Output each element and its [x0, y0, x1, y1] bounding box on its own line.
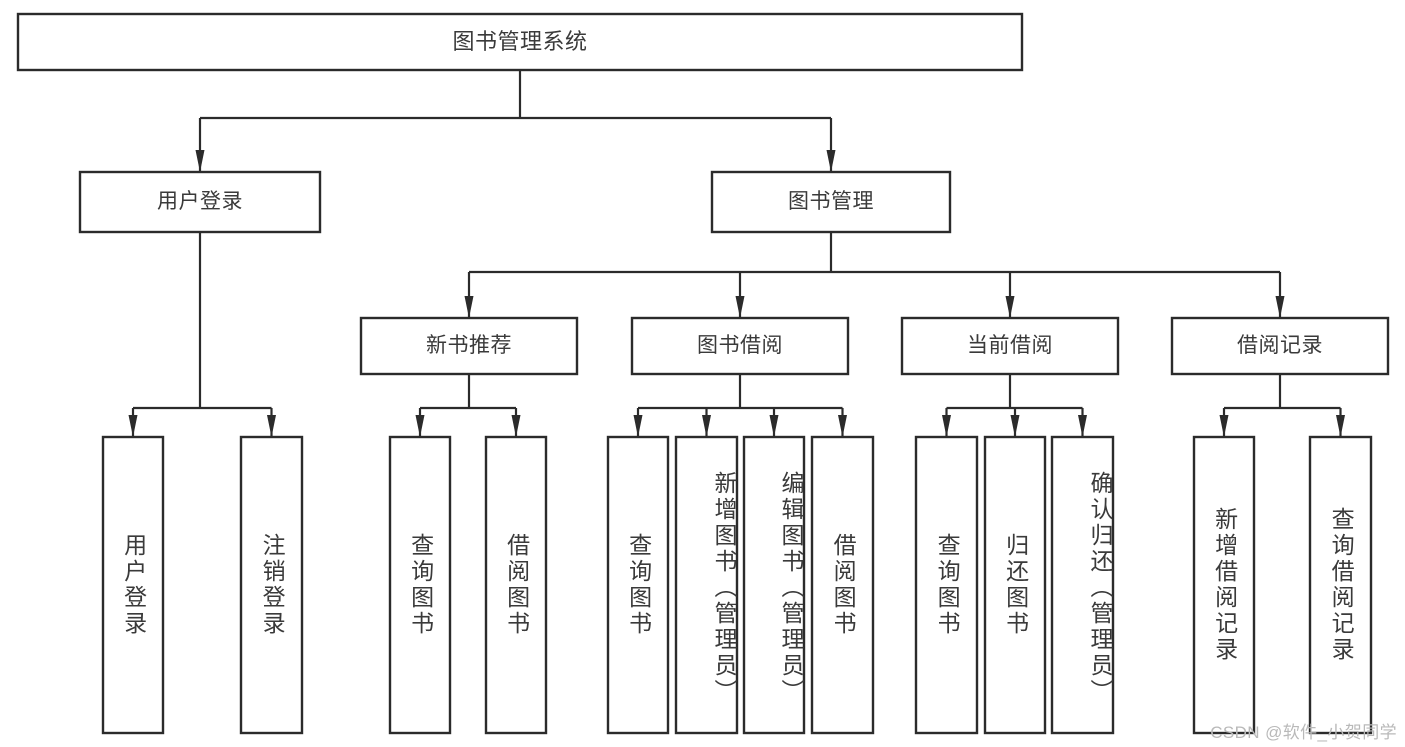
node-box-leaf-borrow-book[interactable]	[810, 435, 875, 735]
node-new-book-recommend[interactable]	[361, 318, 577, 374]
node-root[interactable]	[18, 14, 1022, 70]
node-box-borrow-record[interactable]	[1170, 316, 1390, 376]
node-leaf-user-logout[interactable]	[241, 437, 302, 733]
arrow-head-icon	[826, 150, 836, 172]
arrow-head-icon	[1005, 296, 1015, 318]
arrow-head-icon	[511, 415, 521, 437]
node-borrow-record[interactable]	[1172, 318, 1388, 374]
node-book-manage[interactable]	[712, 172, 950, 232]
node-book-borrow[interactable]	[632, 318, 848, 374]
node-leaf-return-book[interactable]	[985, 437, 1045, 733]
arrow-head-icon	[838, 415, 847, 437]
node-boxes-layer	[16, 12, 1390, 735]
node-box-leaf-return-book[interactable]	[983, 435, 1047, 735]
node-box-leaf-query-book-borrow[interactable]	[606, 435, 670, 735]
node-box-book-manage[interactable]	[710, 170, 952, 234]
arrow-head-icon	[1078, 415, 1087, 437]
arrow-head-icon	[464, 296, 474, 318]
node-box-leaf-borrow-book-recommend[interactable]	[484, 435, 548, 735]
node-box-leaf-query-book-recommend[interactable]	[388, 435, 452, 735]
node-leaf-borrow-book[interactable]	[812, 437, 873, 733]
node-box-leaf-query-book-current[interactable]	[914, 435, 979, 735]
node-box-leaf-user-login[interactable]	[101, 435, 165, 735]
arrow-head-icon	[1275, 296, 1285, 318]
arrow-head-icon	[633, 415, 643, 437]
node-leaf-user-login[interactable]	[103, 437, 163, 733]
node-leaf-add-borrow-record[interactable]	[1194, 437, 1254, 733]
node-box-leaf-confirm-return[interactable]	[1050, 435, 1115, 735]
node-box-new-book-recommend[interactable]	[359, 316, 579, 376]
node-leaf-query-book-recommend[interactable]	[390, 437, 450, 733]
connectors-layer	[128, 70, 1345, 437]
arrow-head-icon	[1010, 415, 1020, 437]
node-box-leaf-user-logout[interactable]	[239, 435, 304, 735]
arrow-head-icon	[267, 415, 276, 437]
node-box-leaf-query-borrow-record[interactable]	[1308, 435, 1373, 735]
node-current-borrow[interactable]	[902, 318, 1118, 374]
arrow-head-icon	[769, 415, 779, 437]
node-box-book-borrow[interactable]	[630, 316, 850, 376]
node-box-leaf-add-borrow-record[interactable]	[1192, 435, 1256, 735]
node-leaf-query-book-borrow[interactable]	[608, 437, 668, 733]
node-leaf-edit-book[interactable]	[744, 437, 804, 733]
arrow-head-icon	[195, 150, 205, 172]
node-box-leaf-add-book[interactable]	[674, 435, 739, 735]
arrow-head-icon	[702, 415, 711, 437]
node-leaf-confirm-return[interactable]	[1052, 437, 1113, 733]
node-leaf-query-book-current[interactable]	[916, 437, 977, 733]
node-box-root[interactable]	[16, 12, 1024, 72]
csdn-watermark: CSDN @软件_小贺同学	[1210, 723, 1397, 742]
arrow-head-icon	[415, 415, 425, 437]
node-box-user-login[interactable]	[78, 170, 322, 234]
node-leaf-query-borrow-record[interactable]	[1310, 437, 1371, 733]
arrow-head-icon	[942, 415, 951, 437]
arrow-head-icon	[735, 296, 745, 318]
node-box-leaf-edit-book[interactable]	[742, 435, 806, 735]
node-box-current-borrow[interactable]	[900, 316, 1120, 376]
arrow-head-icon	[1219, 415, 1229, 437]
arrow-head-icon	[128, 415, 138, 437]
node-leaf-borrow-book-recommend[interactable]	[486, 437, 546, 733]
node-leaf-add-book[interactable]	[676, 437, 737, 733]
node-user-login[interactable]	[80, 172, 320, 232]
arrow-head-icon	[1336, 415, 1345, 437]
